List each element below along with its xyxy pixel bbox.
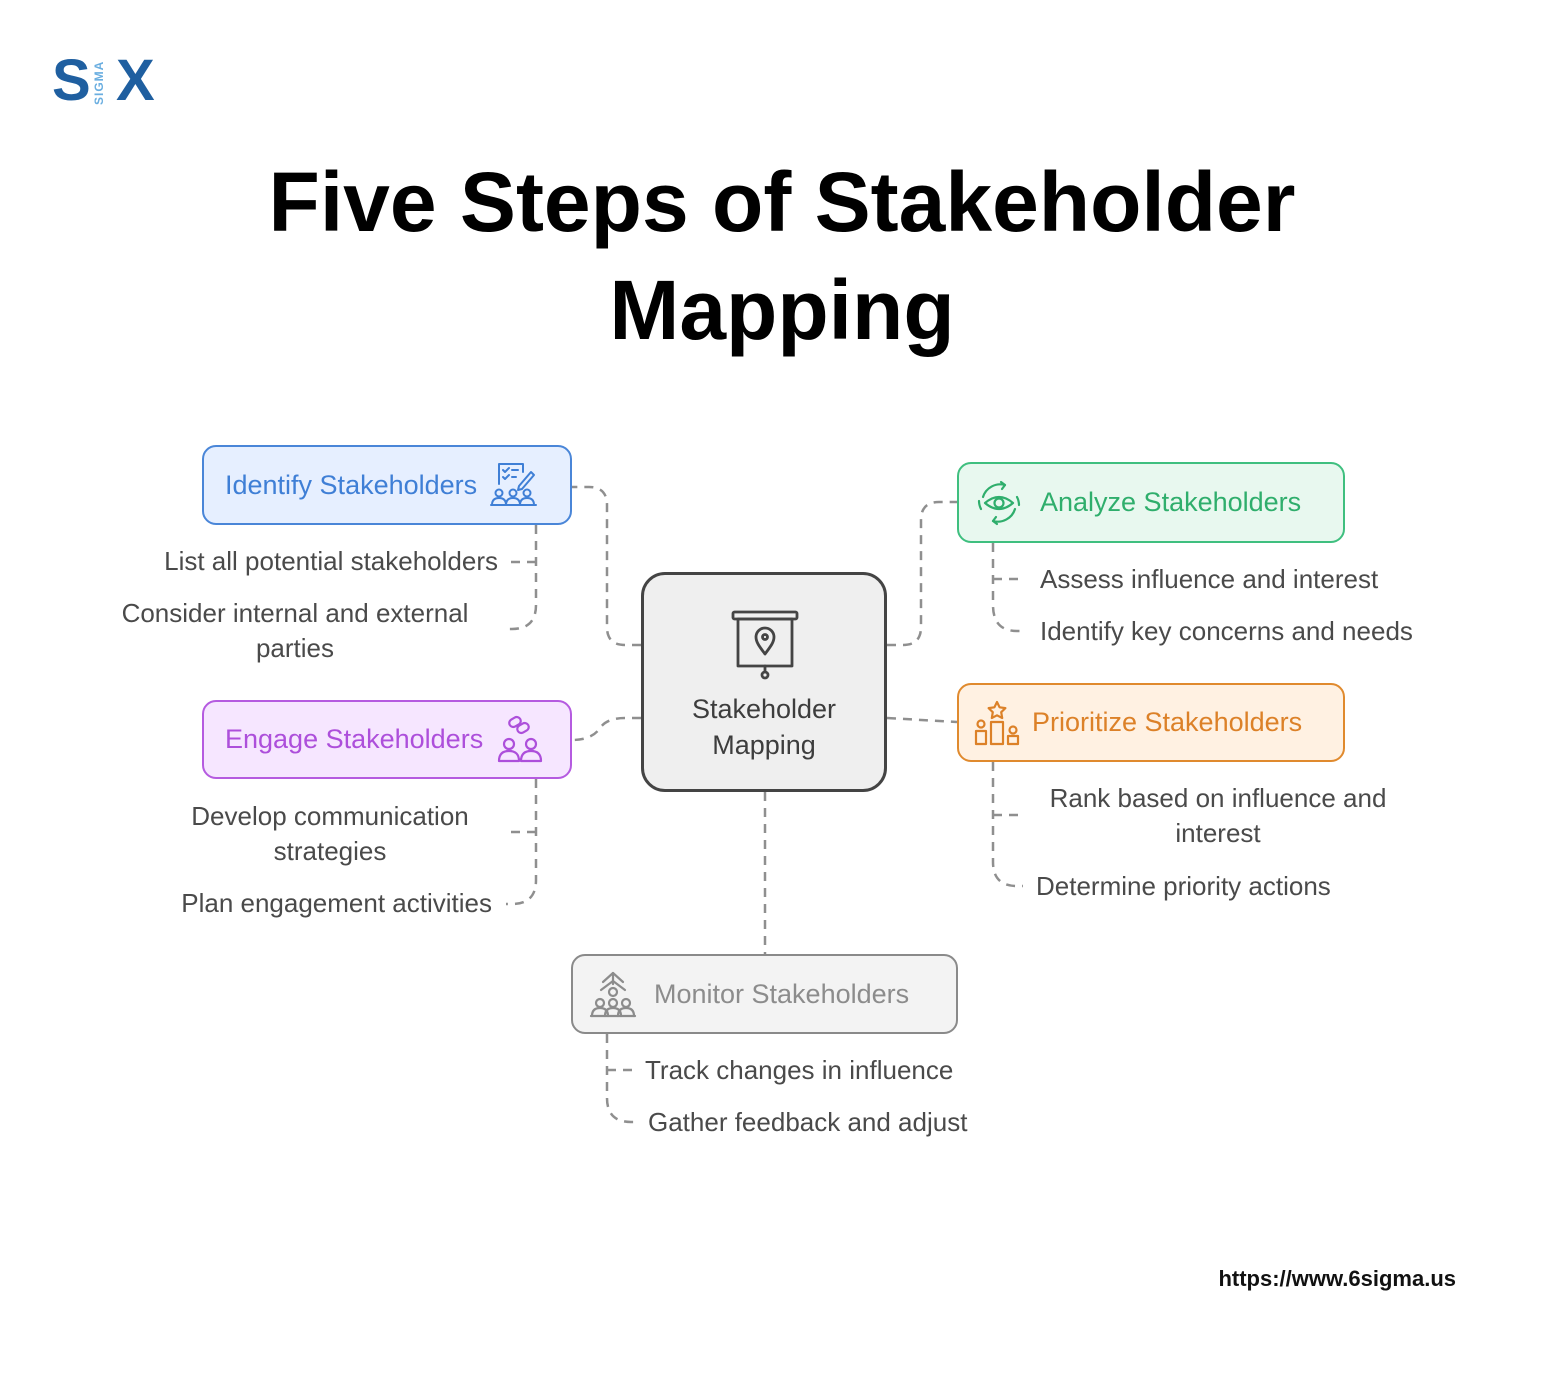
title-line-2: Mapping — [609, 263, 955, 357]
title-line-1: Five Steps of Stakeholder — [268, 155, 1296, 249]
podium-star-icon — [974, 700, 1020, 745]
footer-url[interactable]: https://www.6sigma.us — [1218, 1266, 1456, 1291]
monitor-item-2: Gather feedback and adjust — [648, 1107, 968, 1137]
logo-letter-x: X — [116, 48, 155, 113]
engage-item-2: Plan engagement activities — [181, 888, 492, 918]
identify-stakeholders-label: Identify Stakeholders — [225, 469, 478, 500]
prioritize-stakeholders-label: Prioritize Stakeholders — [1032, 707, 1303, 737]
identify-item-2-line-1: Consider internal and external — [121, 598, 469, 628]
identify-item-2: Consider internal and external parties — [80, 596, 510, 666]
analyze-stakeholders-node: Analyze Stakeholders — [957, 462, 1345, 543]
center-label-line-1: Stakeholder — [691, 694, 837, 724]
people-growth-icon — [589, 971, 637, 1018]
prioritize-item-1-line-1: Rank based on influence and — [1049, 783, 1387, 813]
prioritize-item-1-line-2: interest — [1175, 818, 1261, 848]
analyze-stakeholders-label: Analyze Stakeholders — [1040, 487, 1302, 517]
engage-item-1-line-1: Develop communication — [191, 801, 469, 831]
monitor-stakeholders-node: Monitor Stakeholders — [571, 954, 958, 1034]
page-title: Five Steps of Stakeholder Mapping — [0, 148, 1564, 364]
logo-letter-s: S — [52, 48, 91, 113]
prioritize-item-2: Determine priority actions — [1036, 871, 1331, 901]
prioritize-item-1: Rank based on influence and interest — [1020, 781, 1416, 851]
center-label: Stakeholder Mapping — [644, 691, 884, 763]
identify-item-2-line-2: parties — [255, 633, 335, 663]
engage-stakeholders-node: Engage Stakeholders — [202, 700, 572, 779]
presentation-pin-icon — [731, 610, 799, 680]
eye-cycle-icon — [977, 480, 1021, 525]
identify-item-1: List all potential stakeholders — [164, 546, 498, 576]
group-checklist-icon — [490, 463, 538, 506]
center-node: Stakeholder Mapping — [641, 572, 887, 792]
linked-people-icon — [498, 715, 543, 762]
analyze-item-1: Assess influence and interest — [1040, 564, 1379, 594]
monitor-item-1: Track changes in influence — [645, 1055, 954, 1085]
engage-item-1-line-2: strategies — [273, 836, 387, 866]
center-label-line-2: Mapping — [712, 730, 816, 760]
analyze-item-2: Identify key concerns and needs — [1040, 616, 1413, 646]
monitor-stakeholders-label: Monitor Stakeholders — [654, 978, 910, 1009]
prioritize-stakeholders-node: Prioritize Stakeholders — [957, 683, 1345, 762]
engage-stakeholders-label: Engage Stakeholders — [225, 724, 484, 754]
identify-stakeholders-node: Identify Stakeholders — [202, 445, 572, 525]
logo: S SIGMA X — [52, 50, 164, 112]
engage-item-1: Develop communication strategies — [150, 799, 510, 869]
